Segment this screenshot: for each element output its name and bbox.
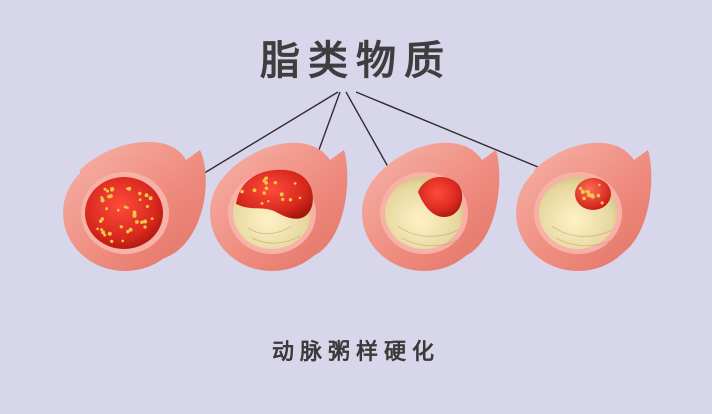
lipid-dot (126, 206, 129, 210)
lipid-dot (148, 196, 153, 201)
lipid-dot (96, 227, 99, 231)
lipid-dot (119, 225, 123, 229)
lipid-dot (100, 196, 104, 200)
lipid-dot (582, 196, 586, 201)
lipid-dot (240, 189, 244, 194)
vessel-stage-3 (362, 142, 500, 271)
lipid-dot (107, 231, 112, 236)
lipid-dot (132, 213, 137, 218)
lipid-dot (279, 192, 284, 197)
lipid-dot (267, 199, 270, 203)
lipid-dot (140, 220, 144, 225)
lipid-particles (96, 186, 154, 244)
lipid-dot (252, 188, 257, 193)
lipid-dot (579, 186, 583, 191)
lipid-dot (103, 233, 107, 237)
lipid-dot (123, 205, 127, 209)
lipid-dot (121, 239, 125, 243)
lipid-dot (273, 181, 277, 185)
lipid-dot (132, 210, 137, 215)
caption: 动脉粥样硬化 (271, 339, 440, 365)
lipid-dot (596, 193, 601, 198)
clot-particles (579, 183, 604, 205)
lipid-dot (135, 220, 139, 224)
plaque-texture (247, 225, 301, 244)
lipid-dot (110, 239, 114, 244)
lipid-dot (585, 189, 589, 194)
lipid-dot (144, 193, 149, 198)
lipid-particles (240, 176, 302, 205)
lipid-dot (264, 186, 269, 191)
lipid-dot (101, 230, 106, 235)
lipid-dot (98, 219, 103, 224)
lipid-dot (260, 201, 264, 205)
lipid-dot (587, 193, 592, 198)
lipid-dot (143, 219, 148, 224)
lipid-dot (126, 230, 130, 234)
lipid-dot (128, 227, 133, 232)
vessel-stage-1 (63, 141, 206, 271)
lipid-dot (100, 198, 105, 203)
plaque-texture (551, 225, 613, 247)
lipid-dot (117, 208, 120, 212)
lipid-dot (293, 182, 297, 185)
lipid-dot (598, 183, 601, 187)
lipid-dot (150, 217, 154, 221)
lipid-dot (138, 198, 142, 202)
lipid-dot (600, 201, 604, 205)
lipid-dot (590, 195, 594, 199)
lipid-dot (143, 225, 147, 229)
title: 脂类物质 (260, 37, 452, 84)
lipid-dot (262, 191, 266, 195)
lipid-dot (105, 207, 109, 211)
vessel-stage-2 (210, 142, 348, 271)
lipid-dot (262, 179, 266, 183)
lipid-dot (109, 194, 113, 198)
lipid-dot (145, 205, 149, 208)
lipid-dot (126, 187, 129, 190)
plaque-texture (397, 225, 459, 247)
lipid-dot (103, 187, 107, 191)
lipid-dot (580, 189, 585, 194)
lipid-dot (105, 189, 110, 193)
lipid-dot (100, 228, 104, 232)
lipid-dot (298, 196, 302, 200)
vessel-stage-4 (516, 142, 652, 271)
lipid-dot (288, 198, 293, 202)
lipid-dot (138, 191, 142, 196)
lipid-dot (281, 197, 285, 202)
lipid-dot (110, 188, 114, 192)
